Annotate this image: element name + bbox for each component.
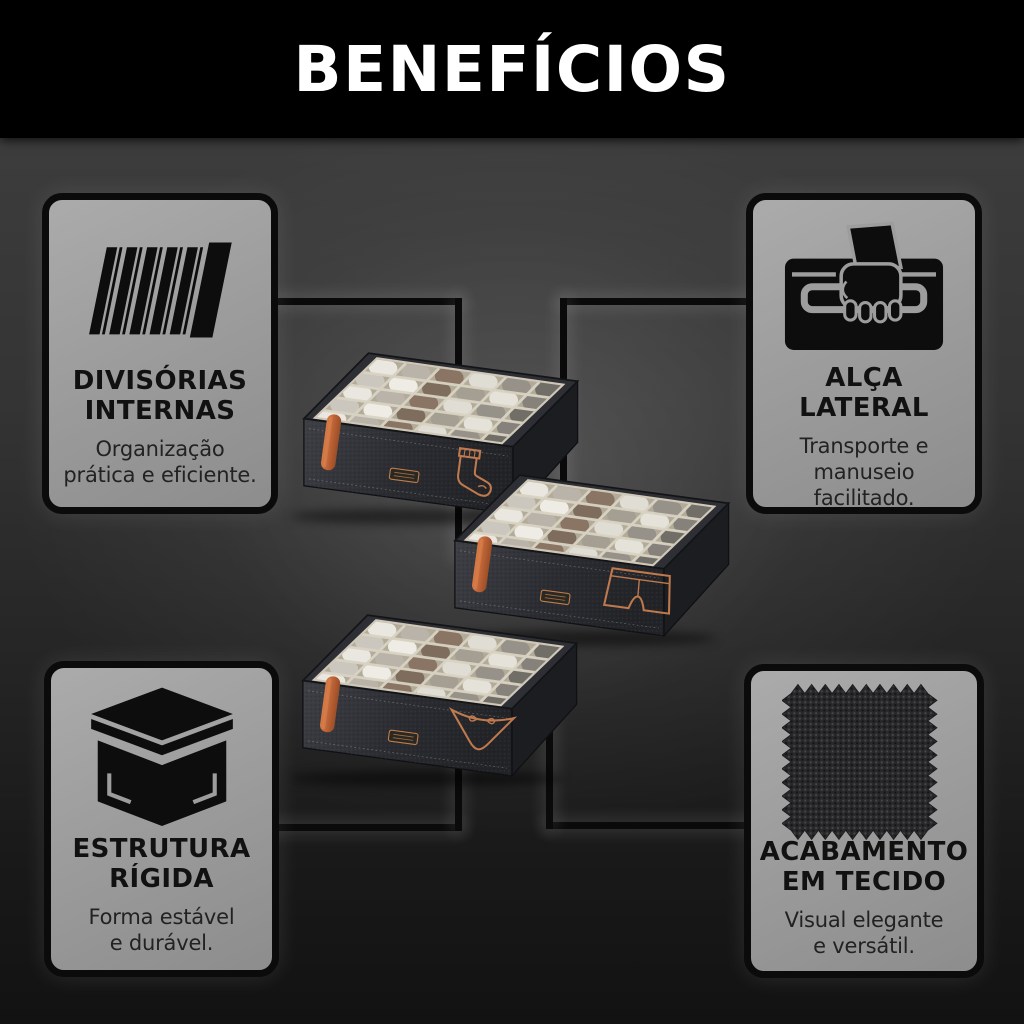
page-title: BENEFÍCIOS: [293, 32, 731, 106]
connector-bottom-right-vertical: [546, 645, 553, 829]
card-title: DIVISÓRIAS INTERNAS: [72, 366, 248, 427]
organizer-box-boxers: [443, 464, 732, 647]
card-description: Transporte e manuseio facilitado.: [799, 434, 929, 511]
card-title: ALÇA LATERAL: [799, 363, 929, 424]
organizer-box-socks: [292, 342, 581, 525]
header-banner: BENEFÍCIOS: [0, 0, 1024, 138]
card-description: Organização prática e eficiente.: [63, 437, 257, 488]
card-title: ESTRUTURA RÍGIDA: [72, 834, 251, 895]
benefit-card-divisorias-internas: DIVISÓRIAS INTERNAS Organização prática …: [42, 193, 278, 514]
benefit-card-alca-lateral: ALÇA LATERAL Transporte e manuseio facil…: [746, 193, 982, 514]
connector-bottom-right-horizontal: [546, 822, 750, 829]
rigid-box-icon: [90, 687, 233, 826]
thong-icon: [448, 707, 518, 751]
sock-icon: [457, 447, 492, 497]
connector-bottom-left-horizontal: [271, 824, 462, 831]
card-description: Visual elegante e versátil.: [784, 908, 944, 959]
organizer-box-thongs: [291, 604, 580, 787]
connector-top-left-horizontal: [271, 298, 462, 305]
connector-top-right-horizontal: [560, 298, 750, 305]
internal-dividers-icon: [89, 242, 232, 338]
benefit-card-acabamento-em-tecido: ACABAMENTO EM TECIDO Visual elegante e v…: [744, 664, 984, 978]
fabric-swatch-icon: [782, 683, 938, 841]
benefit-card-estrutura-rigida: ESTRUTURA RÍGIDA Forma estável e durável…: [44, 661, 279, 977]
card-title: ACABAMENTO EM TECIDO: [759, 837, 969, 898]
side-handle-grip-icon: [784, 221, 944, 350]
boxer-briefs-icon: [602, 567, 671, 615]
card-description: Forma estável e durável.: [88, 905, 235, 956]
